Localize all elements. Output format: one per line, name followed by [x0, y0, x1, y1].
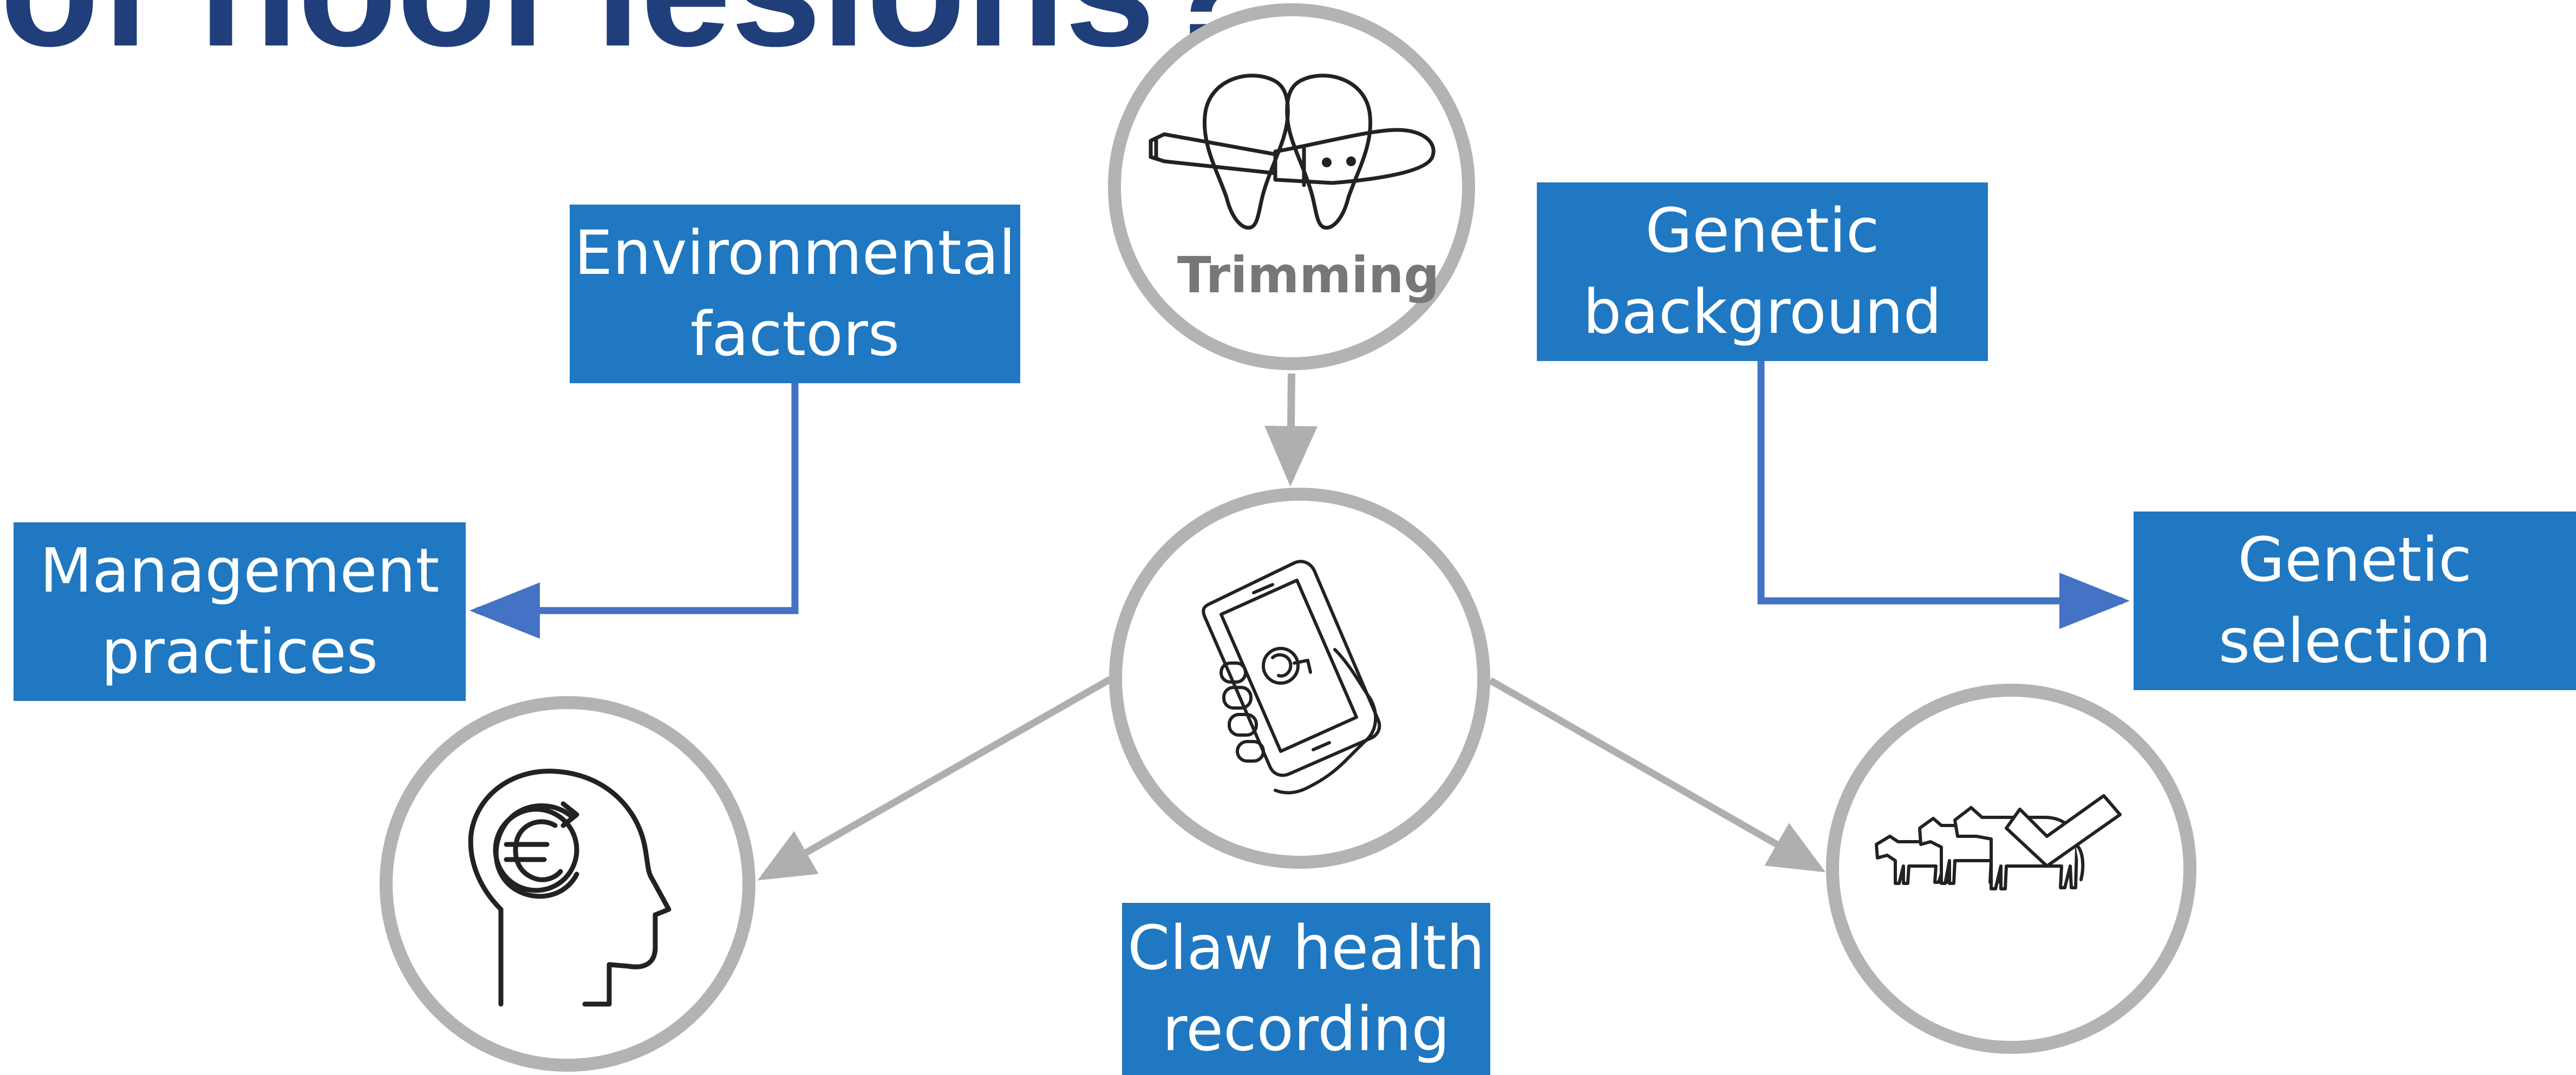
recording-circle: [1109, 488, 1490, 869]
connector-recording-to-selection-icon: [1488, 677, 1826, 873]
connector-environmental-to-management: [469, 383, 799, 639]
connector-background-to-selection: [1757, 360, 2130, 629]
hoof-trimming-icon: [1149, 74, 1436, 230]
trimming-label: Trimming: [1177, 246, 1440, 304]
management-practices-line2: practices: [101, 617, 379, 687]
cattle-check-icon: [1875, 794, 2122, 890]
environmental-factors-box: Environmental factors: [570, 205, 1020, 383]
genetic-background-line1: Genetic: [1645, 196, 1880, 266]
environmental-factors-line2: factors: [690, 299, 900, 370]
connector-recording-to-management-icon: [757, 676, 1112, 881]
genetic-selection-line2: selection: [2218, 606, 2492, 677]
claw-health-recording-line2: recording: [1162, 994, 1450, 1065]
smartphone-gen-app-icon: [1202, 560, 1381, 795]
trimming-circle: [1108, 3, 1475, 370]
selection-circle: [1826, 684, 2196, 1054]
environmental-factors-line1: Environmental: [574, 218, 1016, 289]
genetic-selection-box: Genetic selection: [2134, 512, 2576, 690]
management-practices-line1: Management: [40, 536, 440, 606]
connector-trimming-to-recording: [1264, 373, 1318, 487]
claw-health-recording-line1: Claw health: [1127, 913, 1485, 984]
slide-title: of hoof lesions?: [0, 0, 1255, 81]
claw-health-recording-box: Claw health recording: [1122, 903, 1490, 1075]
genetic-selection-line1: Genetic: [2238, 525, 2472, 595]
management-practices-box: Management practices: [14, 522, 466, 701]
head-euro-icon: [468, 769, 671, 1007]
genetic-background-line2: background: [1583, 277, 1942, 348]
genetic-background-box: Genetic background: [1537, 182, 1988, 361]
